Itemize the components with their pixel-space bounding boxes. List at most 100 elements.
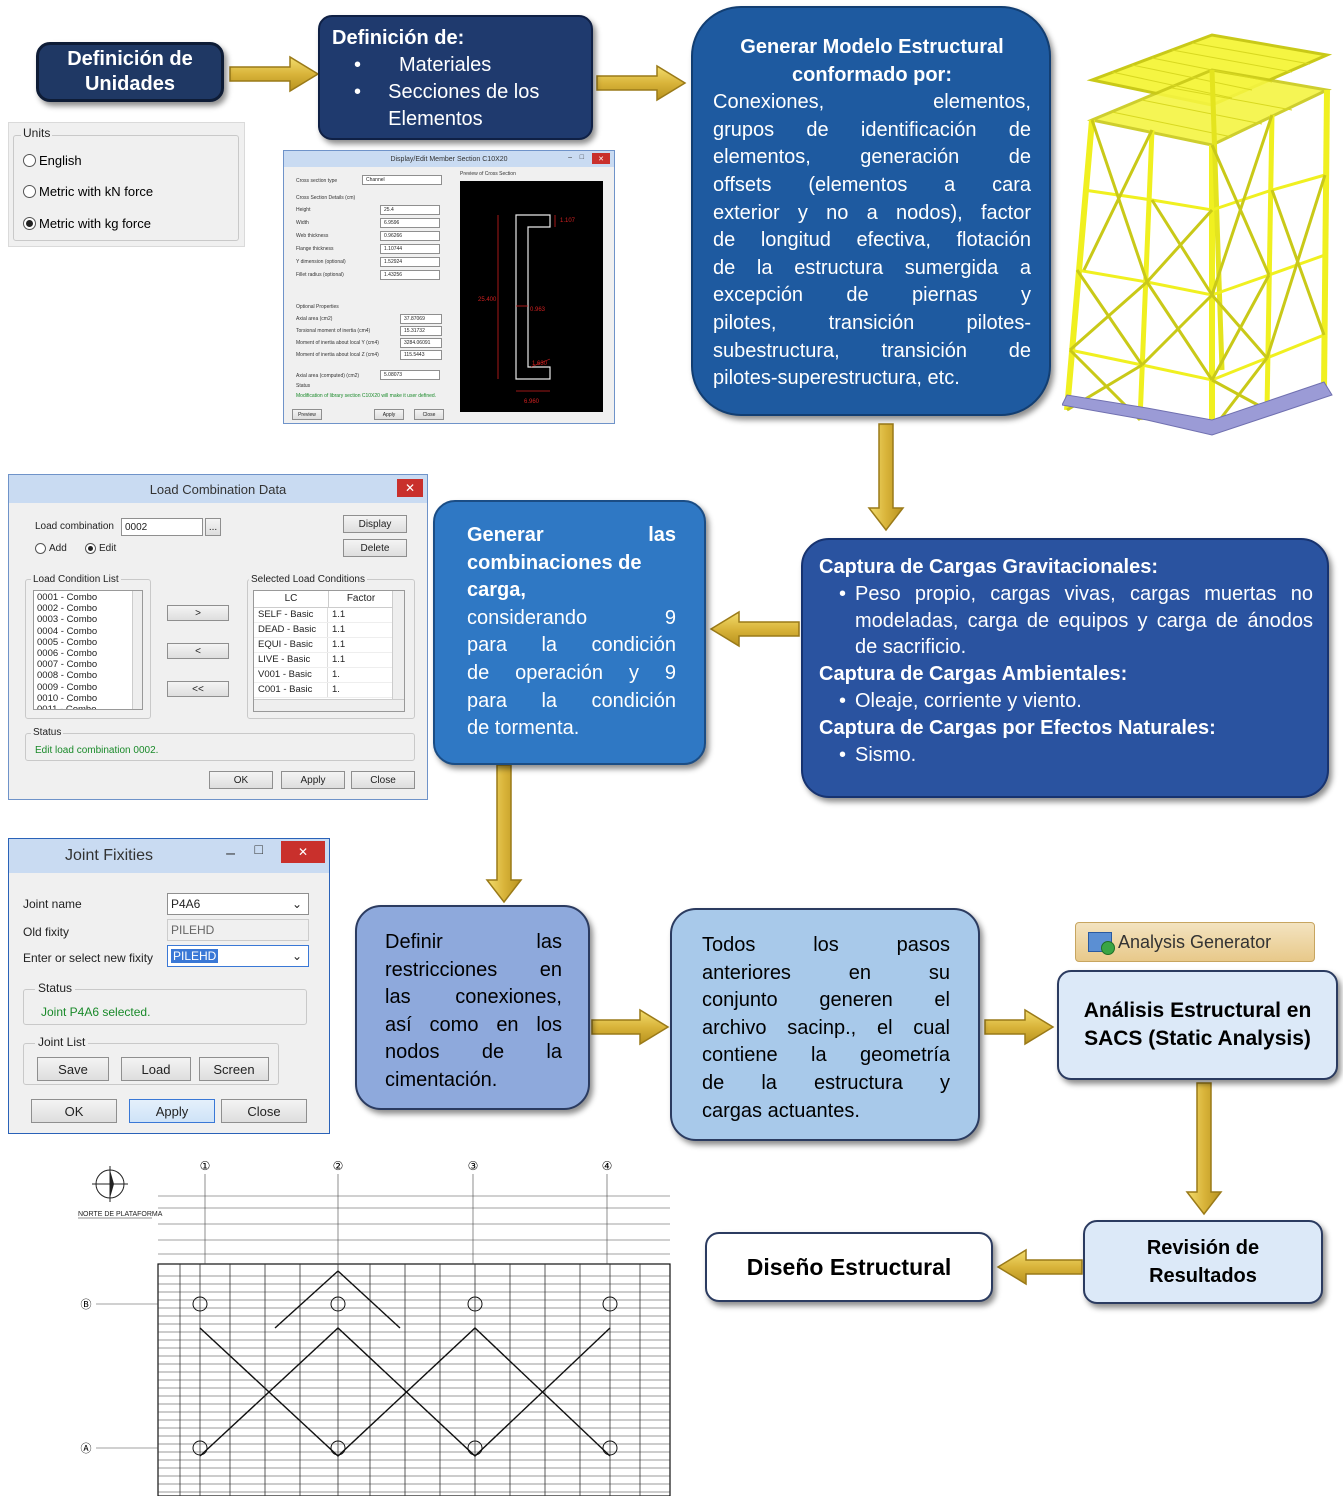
condition-list-item[interactable]: 0004 - Combo (37, 625, 98, 637)
condition-list-item[interactable]: 0006 - Combo (37, 648, 98, 660)
preview-button[interactable]: Preview (292, 409, 322, 420)
table-cell-lc: LIVE - Basic (254, 653, 328, 667)
box-text-line: restricciones en (385, 958, 562, 981)
table-hscrollbar[interactable] (254, 699, 404, 711)
combos-text-line: de tormenta. (467, 717, 580, 740)
move-button[interactable]: << (167, 681, 229, 697)
bullet-icon: • (354, 54, 362, 76)
close-icon[interactable]: ✕ (281, 841, 325, 863)
cross-section-type-select[interactable]: Channel (362, 175, 442, 185)
section-field-input[interactable]: 1.10744 (380, 244, 440, 254)
radio-icon[interactable] (23, 217, 36, 230)
status-label: Status (31, 727, 64, 738)
section-field-input[interactable]: 1.43256 (380, 270, 440, 280)
condition-list-item[interactable]: 0011 - Combo (37, 704, 97, 710)
apply-button[interactable]: Apply (281, 771, 345, 789)
save-button[interactable]: Save (37, 1057, 109, 1081)
close-button[interactable]: Close (221, 1099, 307, 1123)
optional-field-input[interactable]: 115.5443 (400, 350, 442, 360)
condition-list-item[interactable]: 0009 - Combo (37, 681, 98, 693)
delete-button[interactable]: Delete (343, 539, 407, 557)
load-combination-title: Load Combination Data (149, 481, 287, 497)
apply-button[interactable]: Apply (129, 1099, 215, 1123)
section-field-value: 1.43256 (384, 272, 403, 278)
bullet-icon: • (839, 743, 847, 766)
browse-button[interactable]: ... (205, 518, 221, 536)
optional-field-label: Moment of inertia about local Z (cm4) (296, 352, 379, 358)
condition-list-item[interactable]: 0008 - Combo (37, 670, 98, 682)
axial-computed-field[interactable]: 5.08073 (380, 370, 440, 380)
ok-button[interactable]: OK (31, 1099, 117, 1123)
optional-field-input[interactable]: 37.87069 (400, 314, 442, 324)
condition-list-item[interactable]: 0001 - Combo (37, 592, 98, 603)
section-field-input[interactable]: 1.52924 (380, 257, 440, 267)
close-button[interactable]: Close (351, 771, 415, 789)
close-icon[interactable]: ✕ (397, 479, 423, 497)
move-button[interactable]: < (167, 643, 229, 659)
units-radio-option[interactable]: Metric with kN force (23, 184, 153, 199)
load-button[interactable]: Load (121, 1057, 191, 1081)
units-radio-option[interactable]: English (23, 153, 82, 168)
condition-list-item[interactable]: 0003 - Combo (37, 614, 98, 626)
loads-bullet-text: Peso propio, cargas vivas, cargas muerta… (855, 582, 1313, 659)
condition-list-item[interactable]: 0010 - Combo (37, 692, 98, 704)
arrow-analysis-to-review (1185, 1082, 1223, 1216)
combos-text-line: para la condición (467, 634, 676, 657)
joint-name-select[interactable]: P4A6 ⌄ (167, 893, 309, 915)
condition-list-item[interactable]: 0007 - Combo (37, 659, 98, 671)
radio-icon[interactable] (85, 543, 96, 554)
close-icon[interactable]: ✕ (592, 153, 610, 164)
condition-list-item[interactable]: 0002 - Combo (37, 603, 98, 615)
combos-title-line: carga, (467, 579, 526, 602)
maximize-icon[interactable]: □ (579, 154, 584, 161)
section-field-input[interactable]: 6.9596 (380, 218, 440, 228)
minimize-icon[interactable]: – (226, 845, 235, 862)
display-button[interactable]: Display (343, 515, 407, 533)
radio-icon[interactable] (35, 543, 46, 554)
mode-radio-option[interactable]: Add (35, 543, 67, 554)
close-button[interactable]: Close (414, 409, 444, 420)
section-field-input[interactable]: 25.4 (380, 205, 440, 215)
header-factor: Factor (346, 593, 376, 604)
model-text-line: Conexiones, elementos, (713, 91, 1031, 114)
definition-item: • Secciones de los Elementos (332, 79, 579, 133)
section-field-value: 25.4 (384, 207, 394, 213)
table-cell-factor: 1.1 (332, 609, 346, 620)
arrow-loads-to-combos (709, 610, 800, 648)
definition-item: • Materiales (332, 52, 579, 79)
section-field-input[interactable]: 0.96266 (380, 231, 440, 241)
optional-field-input[interactable]: 3284.06091 (400, 338, 442, 348)
new-fixity-select[interactable]: PILEHD ⌄ (167, 945, 309, 967)
minimize-icon[interactable]: – (568, 154, 572, 161)
optional-field-input[interactable]: 15.31732 (400, 326, 442, 336)
radio-icon[interactable] (23, 185, 36, 198)
radio-icon[interactable] (23, 154, 36, 167)
move-button[interactable]: > (167, 605, 229, 621)
condition-list-item[interactable]: 0005 - Combo (37, 636, 98, 648)
analysis-generator-tab[interactable]: Analysis Generator (1075, 922, 1315, 962)
apply-button[interactable]: Apply (374, 409, 404, 420)
condition-scrollbar[interactable] (132, 591, 142, 709)
optional-field-label: Moment of inertia about local Y (cm4) (296, 340, 379, 346)
preview-button-label: Preview (298, 411, 316, 418)
maximize-icon[interactable]: □ (254, 841, 263, 857)
table-vscrollbar[interactable] (392, 591, 404, 699)
load-combination-input[interactable]: 0002 (121, 518, 203, 536)
dim-width: 6.960 (524, 399, 540, 405)
screen-button[interactable]: Screen (199, 1057, 269, 1081)
ok-button[interactable]: OK (209, 771, 273, 789)
box-text-line: Todos los pasos (702, 934, 950, 956)
units-radio-option[interactable]: Metric with kg force (23, 216, 151, 231)
mode-radio-option[interactable]: Edit (85, 543, 116, 554)
